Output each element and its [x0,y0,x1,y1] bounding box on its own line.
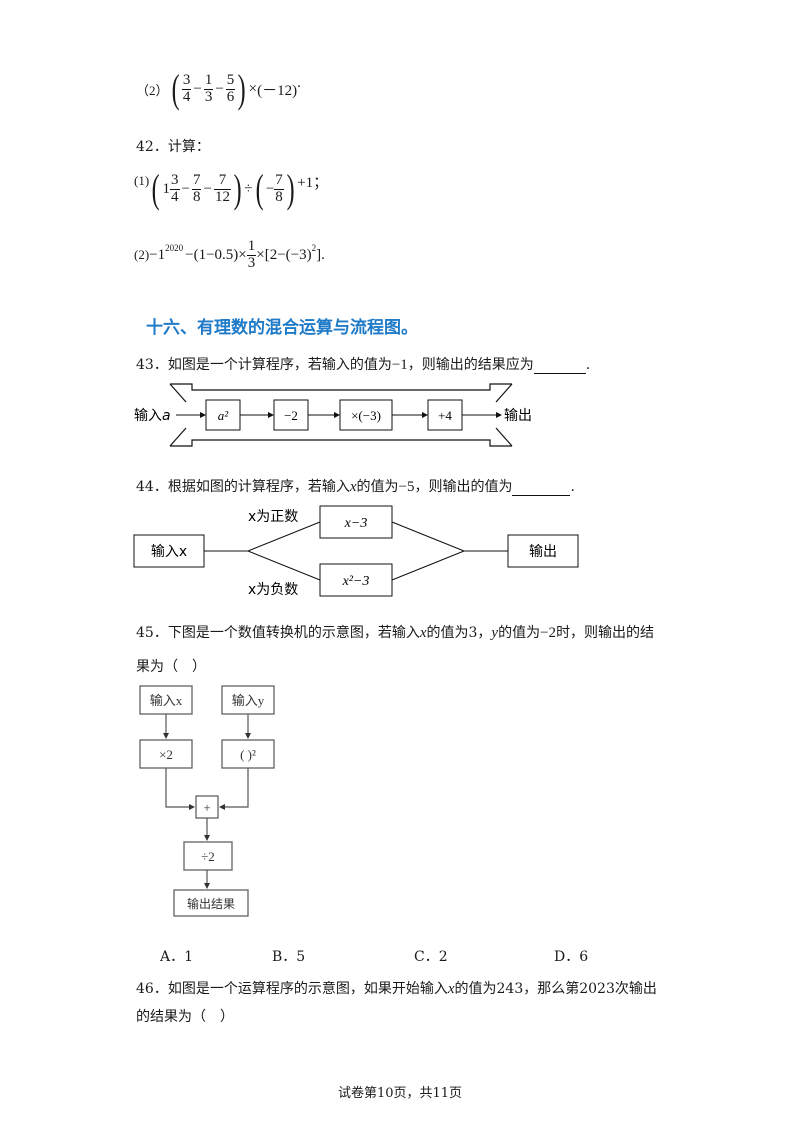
lower-condition: x为负数 [248,582,298,598]
q45-flowchart: 输入x 输入y ×2 ( )² + ÷2 输出结果 [139,685,275,917]
square-box [221,739,275,769]
option-a[interactable]: A．1 [160,949,194,965]
output-box [507,534,579,568]
square-label: ( )² [240,747,256,762]
step-box-times-neg3 [339,399,393,431]
q44-question: 44．根据如图的计算程序，若输入x的值为−5，则输出的值为. [136,479,575,496]
step-box-minus2 [273,399,309,431]
plus-label: + [203,800,210,815]
page-footer: 试卷第10页，共11页 [337,1086,463,1101]
upper-box [319,505,393,539]
times2-label: ×2 [159,747,173,762]
input-box [133,534,205,568]
answer-blank[interactable] [533,359,586,374]
q46-question-line2: 的结果为（ ） [136,1009,234,1025]
q45-question-line1: 45．下图是一个数值转换机的示意图，若输入x的值为3，y的值为−2时，则输出的结 [136,625,655,641]
upper-box-label: x−3 [344,516,368,531]
input-y-label: 输入y [232,693,265,708]
answer-blank[interactable] [512,481,571,496]
q42-header: 42．计算： [136,139,210,155]
section-title: 十六、有理数的混合运算与流程图。 [146,318,418,338]
lower-box-label: x²−3 [342,574,370,589]
upper-condition: x为正数 [248,509,298,525]
option-d[interactable]: D．6 [554,949,589,965]
neg-12: (－12) [257,82,298,99]
step-box-plus4 [427,399,463,431]
result-box [173,889,249,917]
input-x-label: 输入x [150,693,183,708]
q41-part2-label: （2） [136,82,169,98]
option-b[interactable]: B．5 [272,949,306,965]
step-label-times-neg3: ×(−3) [351,408,381,423]
div2-label: ÷2 [201,849,215,864]
input-y-box [221,685,275,715]
q44-flowchart: 输入x x为正数 x为负数 x−3 x²−3 输出 [133,505,579,598]
result-label: 输出结果 [187,896,235,911]
output-label: 输出 [504,408,532,424]
step-label-square: a² [218,408,230,423]
step-label-plus4: +4 [438,408,452,423]
div2-box [183,841,233,871]
times2-box [139,739,193,769]
q46-question-line1: 46．如图是一个运算程序的示意图，如果开始输入x的值为243，那么第2023次输… [136,981,657,997]
input-box-label: 输入x [151,544,187,560]
step-label-minus2: −2 [284,408,298,423]
q45-question-line2: 果为（ ） [136,659,206,675]
step-box-square [205,399,241,431]
output-box-label: 输出 [529,544,557,560]
q43-question: 43．如图是一个计算程序，若输入的值为−1，则输出的结果应为. [136,357,591,374]
q43-flowchart: 输入a a² −2 ×(−3) +4 输出 [134,383,532,447]
input-label: 输入a [134,408,171,424]
lower-box [319,563,393,597]
option-c[interactable]: C．2 [414,949,448,965]
